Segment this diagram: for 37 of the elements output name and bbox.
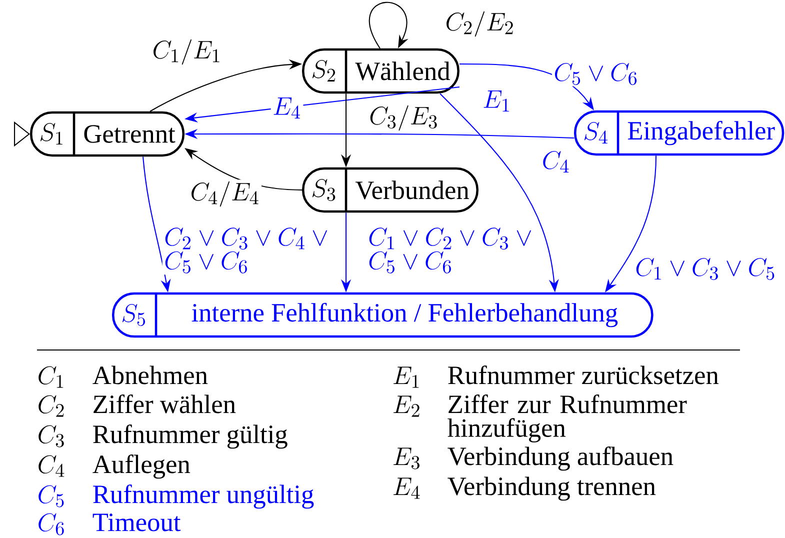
edge-label: $C_2/E_2$ <box>444 10 516 38</box>
key-text: Verbindung aufbauen <box>448 446 674 471</box>
edge-label: $C_1 \vee C_2 \vee C_3 \vee C_5 \vee C_6$ <box>366 226 538 275</box>
key-symbol: $E_2$ <box>394 396 420 417</box>
key-symbol: $E_4$ <box>394 478 420 499</box>
state-box: $S_3$ Verbunden <box>302 167 478 213</box>
key-symbol: $C_6$ <box>38 513 64 536</box>
key-symbol: $C_4$ <box>38 455 64 477</box>
edge-label: $C_1/E_1$ <box>150 38 224 66</box>
key-text: Rufnummer zurücksetzen <box>448 365 719 384</box>
key-symbol: $C_2$ <box>38 395 64 417</box>
key-text: Rufnummer ungültig <box>93 484 314 509</box>
edge-label: $E_4$ <box>270 96 304 120</box>
arrow <box>369 2 408 49</box>
key-text: Timeout <box>92 514 181 532</box>
key-symbol: $E_3$ <box>394 448 420 470</box>
key-text: Ziffer wählen <box>94 394 236 414</box>
edge-label: $C_3/E_3$ <box>367 104 440 132</box>
key-symbol: $C_5$ <box>38 485 64 508</box>
edge-label: $E_1$ <box>480 88 514 114</box>
key-text: Auflegen <box>92 454 190 479</box>
edge-label: $C_4/E_4$ <box>188 180 262 208</box>
edge-label: $C_5 \vee C_6$ <box>552 62 640 86</box>
state-box: $S_5$ interne Fehlfunktion / Fehlerbehandlung <box>112 292 654 338</box>
key-text: Verbindung trennen <box>448 476 656 501</box>
key-text: Abnehmen <box>92 366 208 384</box>
key-symbol: $C_3$ <box>38 425 64 448</box>
key-text: Ziffer zur Rufnummer hinzufügen <box>448 394 687 442</box>
key-symbol: $C_1$ <box>38 366 64 388</box>
edge-label: $C_1 \vee C_3 \vee C_5$ <box>633 256 778 282</box>
edge-label: $C_2 \vee C_3 \vee C_4 \vee C_5 \vee C_6$ <box>162 226 334 275</box>
state-box: $S_2$ Wählend <box>302 48 460 94</box>
state-box: $S_1$ Getrennt <box>30 111 185 157</box>
state-box: $S_4$ Eingabefehler <box>574 110 784 156</box>
key-text: Rufnummer gültig <box>93 424 288 449</box>
edge-label: $C_4$ <box>540 150 572 174</box>
key-symbol: $E_1$ <box>394 366 419 388</box>
